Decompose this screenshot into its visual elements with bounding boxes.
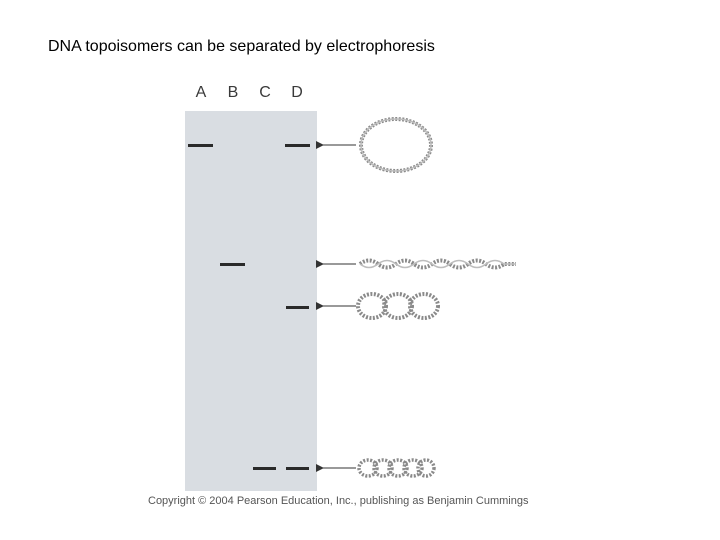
relaxed-circle-icon bbox=[361, 119, 431, 171]
linear-dna-icon bbox=[360, 261, 516, 268]
copyright-text: Copyright © 2004 Pearson Education, Inc.… bbox=[148, 495, 528, 507]
partially-supercoiled-dna-icon bbox=[358, 294, 438, 318]
supercoiled-dna-icon bbox=[359, 460, 434, 476]
